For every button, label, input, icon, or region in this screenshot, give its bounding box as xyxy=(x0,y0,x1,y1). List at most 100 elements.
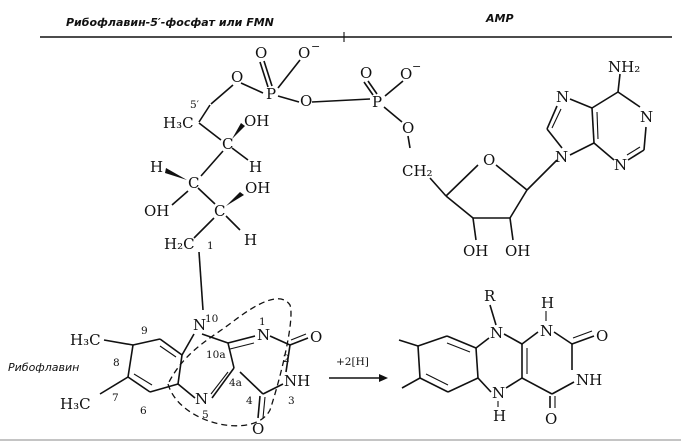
reactive-site-outline xyxy=(167,298,292,427)
bond-n10-c10a xyxy=(201,333,229,344)
bond-ch2-c4prime xyxy=(429,177,447,197)
locant-c1: 1 xyxy=(207,240,214,252)
red-bond-n1-c2 xyxy=(553,331,573,345)
isoalloxazine-nh3: NH xyxy=(284,372,310,390)
bridge-oxygen: O xyxy=(300,92,312,110)
red-bond-c4a-n5 xyxy=(505,377,523,389)
red-bond-c9a-n10 xyxy=(475,337,490,349)
c2-atom: C xyxy=(214,202,225,220)
bond-c4-o-double xyxy=(262,396,266,419)
c7-methyl: H₃C xyxy=(60,395,91,413)
c5-methylene: H₃C xyxy=(163,114,194,132)
ribose-2-hydroxyl: OH xyxy=(505,242,530,260)
bond-c4-o xyxy=(257,395,261,419)
bond-c5-c4 xyxy=(591,107,595,144)
bond-c2-o xyxy=(289,337,309,346)
red-benzene-bond-e-inner xyxy=(425,373,449,386)
bond-p1-o-bridge xyxy=(277,95,300,103)
wedge-c4-oh xyxy=(232,123,245,139)
riboflavin-label: Рибофлавин xyxy=(8,361,79,374)
red-benzene-bond-b xyxy=(446,335,477,349)
bond-o-c1prime xyxy=(495,164,528,191)
bond-p2-o-anion xyxy=(384,80,404,97)
c2-hydrogen: H xyxy=(244,231,257,249)
bond-p1-o-ester xyxy=(240,82,264,94)
amp-header-title: AMP xyxy=(485,12,514,25)
phosphorus-2: P xyxy=(372,93,382,111)
c4-hydroxyl: OH xyxy=(244,112,269,130)
bond-n5-c5a xyxy=(177,383,196,399)
bond-c10a-n1-double xyxy=(229,342,255,350)
benzene-bond-b-inner xyxy=(159,345,177,358)
c3-hydrogen: H xyxy=(150,158,163,176)
red-bond-c2-o xyxy=(571,335,595,345)
locant-n1: 1 xyxy=(259,316,266,328)
benzene-bond-c xyxy=(177,354,183,385)
locant-c4: 4 xyxy=(246,395,253,407)
bond-c1prime-n9 xyxy=(526,159,558,191)
locant-n10: 10 xyxy=(205,313,218,325)
reaction-arrow-head xyxy=(379,374,388,382)
red-bond-n5-c5a xyxy=(477,377,492,393)
bond-c5-c4-double xyxy=(596,111,599,140)
locant-c6: 6 xyxy=(140,405,147,417)
c3-hydroxyl: OH xyxy=(144,202,169,220)
reduced-n5: N xyxy=(492,384,505,402)
bond-c4-c4a xyxy=(239,371,264,395)
c4-atom: C xyxy=(222,135,233,153)
bond-c5-c6 xyxy=(591,91,619,109)
p2-ester-oxygen: O xyxy=(402,119,414,137)
bond-c2prime-oh xyxy=(509,217,514,241)
ribose-ch2: CH₂ xyxy=(402,162,433,180)
bond-n7-c5 xyxy=(569,98,593,109)
c1-methylene: H₂C xyxy=(164,235,195,253)
bond-c2-o-double xyxy=(290,333,307,341)
benzene-bond-e xyxy=(127,376,151,393)
bond-c5-c4 xyxy=(198,122,222,141)
locant-c4a: 4a xyxy=(229,377,242,389)
locant-n5: 5 xyxy=(202,409,209,421)
red-bond-c4-c4a xyxy=(521,377,553,395)
bond-c3prime-c4prime xyxy=(445,195,474,219)
wedge-c2-oh xyxy=(226,192,244,206)
red-benzene-bond-a xyxy=(417,335,448,347)
c2-hydroxyl: OH xyxy=(245,179,270,197)
reduced-r-group: R xyxy=(484,287,496,305)
red-benzene-bond-e xyxy=(419,377,449,393)
p1-top-oxygen: O xyxy=(255,44,267,62)
bond-c4a-n5 xyxy=(211,367,235,399)
adenine-n1: N xyxy=(640,108,653,126)
bond-p2-o-ester xyxy=(383,106,403,123)
reduced-n1: N xyxy=(540,322,553,340)
locant-c2: 2 xyxy=(283,353,290,365)
bond-o-c5 xyxy=(210,84,234,105)
bond-c2-h xyxy=(225,215,241,231)
benzene-bond-e-inner xyxy=(133,373,153,386)
red-methyl-bond-top xyxy=(398,339,419,347)
bond-c8-n7 xyxy=(546,105,558,130)
bond-bridge-p2 xyxy=(311,98,371,103)
p1-anion-oxygen: O xyxy=(298,44,310,62)
bond-c5-up xyxy=(198,104,211,123)
adenine-n7: N xyxy=(556,88,569,106)
bond-c4prime-o xyxy=(445,164,479,197)
red-bond-c10a-n1 xyxy=(521,331,539,345)
adenine-amino: NH₂ xyxy=(608,58,640,76)
reduced-h5: H xyxy=(493,407,506,425)
p2-negative-charge: − xyxy=(412,60,421,73)
bond-p2-o-double-a xyxy=(363,81,374,96)
red-benzene-bond-c xyxy=(475,347,479,379)
bond-c1prime-c2prime xyxy=(509,189,528,219)
bond-p1-o-double-a xyxy=(259,61,269,88)
bond-c7-methyl xyxy=(99,376,129,395)
bond-c10a-c4a xyxy=(227,342,235,369)
bond-c2-n3 xyxy=(627,149,645,161)
bond-r-n10 xyxy=(489,304,497,326)
red-methyl-bond-bottom xyxy=(401,377,421,389)
red-bond-n3-c4 xyxy=(551,381,575,395)
reduced-h1: H xyxy=(541,294,554,312)
reduced-n10: N xyxy=(490,324,503,342)
p2-top-oxygen: O xyxy=(360,64,372,82)
c8-methyl: H₃C xyxy=(70,331,101,349)
locant-c8: 8 xyxy=(113,357,120,369)
